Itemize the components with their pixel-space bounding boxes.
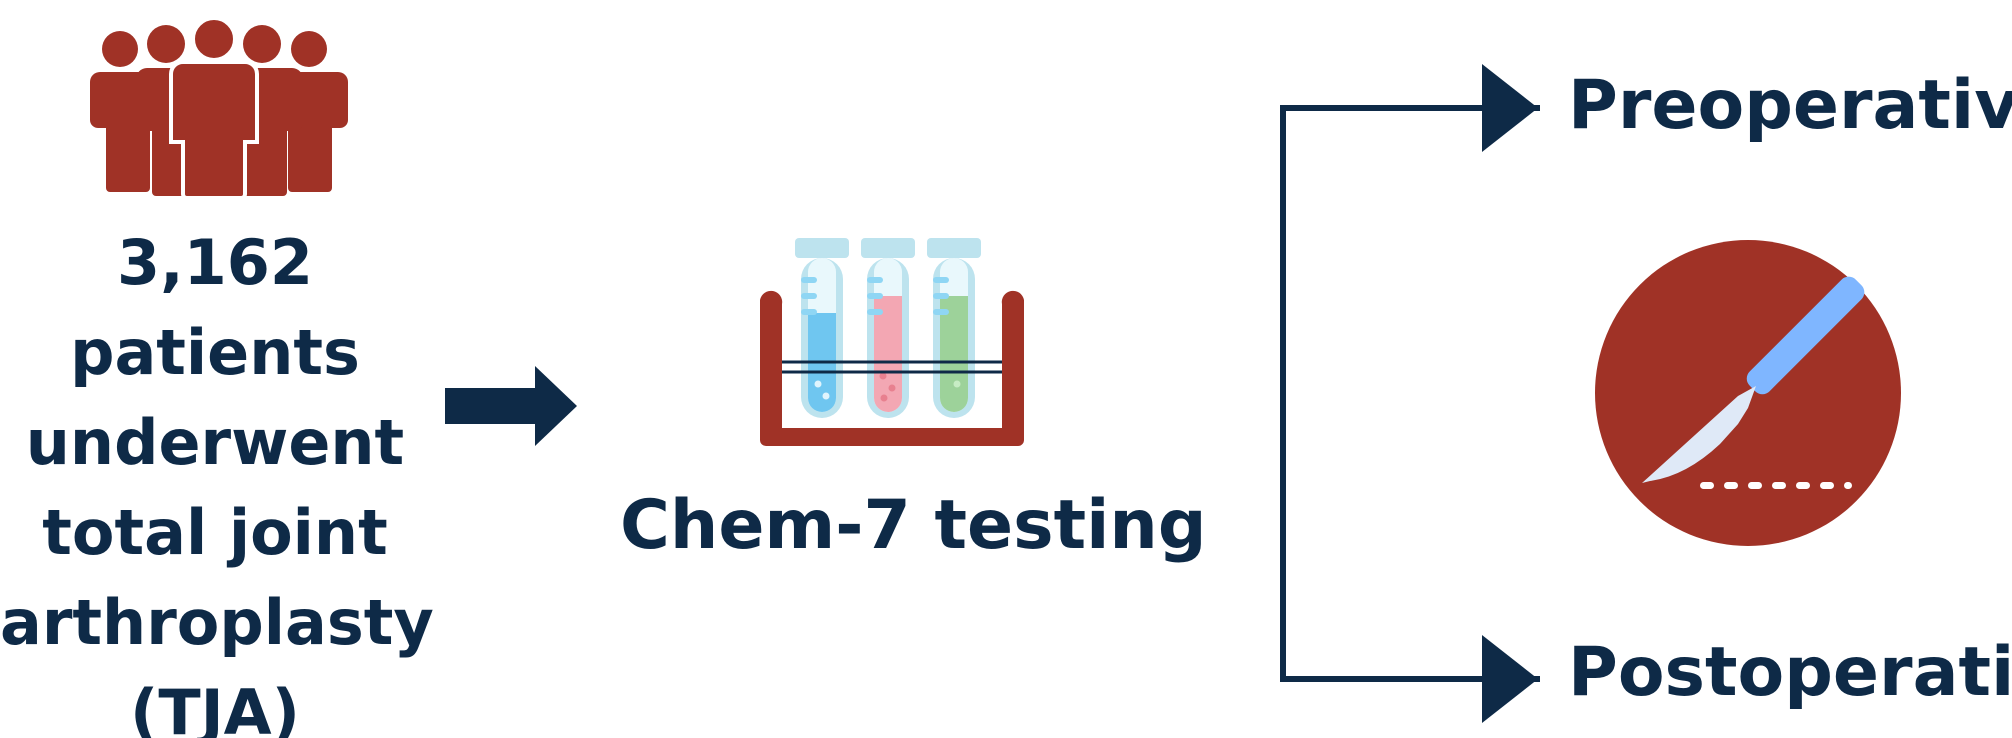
arrow-to-preoperative [1482, 64, 1538, 152]
people-group-icon [90, 16, 348, 200]
branch-connector [1280, 64, 1540, 723]
test-tubes-icon [760, 238, 1024, 446]
scalpel-icon [1595, 240, 1901, 546]
preoperative-label: Preoperative [1568, 66, 2012, 145]
arrow-to-postoperative [1482, 635, 1538, 723]
cohort-line-4: arthroplasty [0, 586, 434, 659]
arrow-to-test [445, 366, 577, 446]
patient-count: 3,162 [116, 226, 314, 299]
test-label: Chem-7 testing [620, 486, 1207, 565]
cohort-line-2: underwent [25, 406, 405, 479]
cohort-line-1: patients [70, 316, 360, 389]
cohort-line-3: total joint [42, 496, 388, 569]
cohort-description: 3,162 patients underwent total joint art… [0, 218, 434, 738]
cohort-line-5: (TJA) [129, 676, 300, 738]
postoperative-label: Postoperative [1568, 633, 2012, 712]
